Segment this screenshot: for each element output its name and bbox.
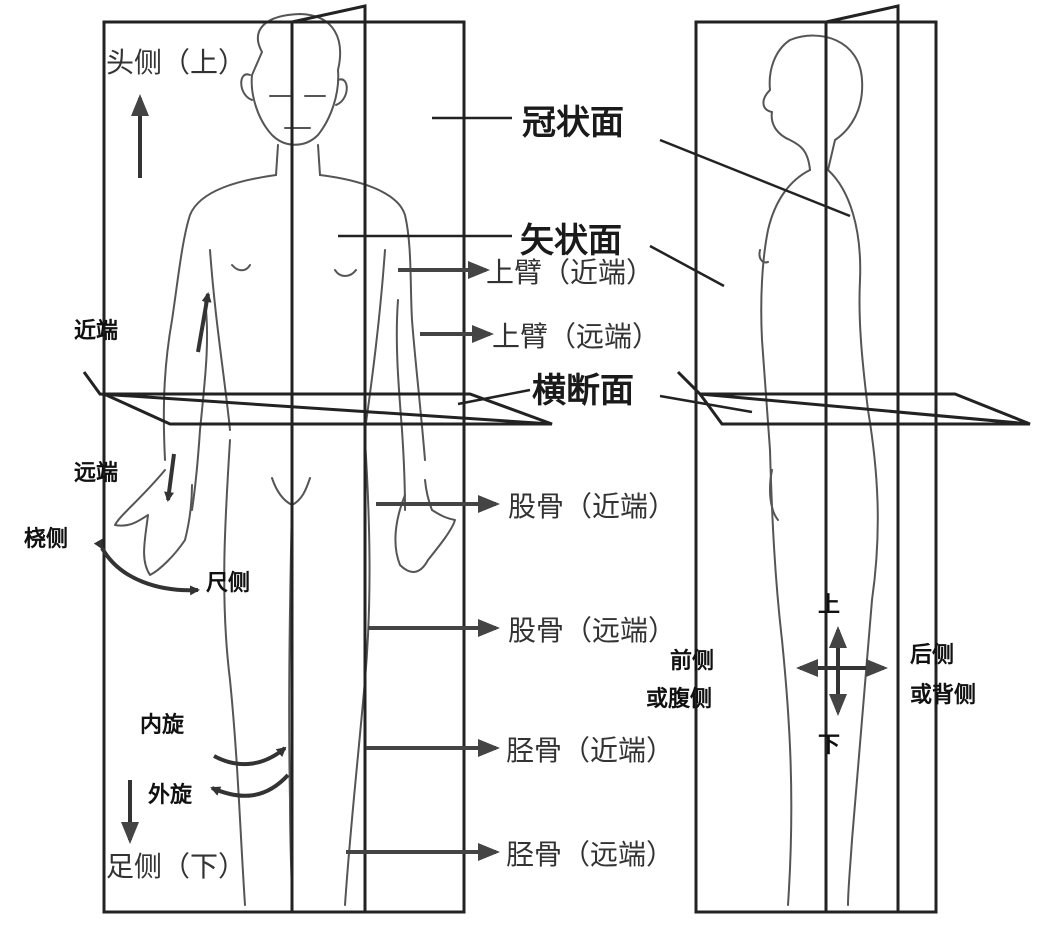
front-view-figure <box>114 13 456 906</box>
label-internal-rotation: 内旋 <box>140 712 185 738</box>
label-up: 上 <box>818 592 840 618</box>
side-head-back <box>789 34 864 171</box>
front-torso-left <box>209 249 231 431</box>
external-rotation-arrow <box>210 773 290 798</box>
label-sagittal-plane: 矢状面 <box>520 221 622 261</box>
label-down: 下 <box>818 732 840 758</box>
front-coronal-plane <box>102 20 466 914</box>
side-back-torso <box>827 169 869 411</box>
label-caudal: 足侧（下） <box>106 850 246 883</box>
side-view-planes <box>676 4 1031 914</box>
leader-lines <box>338 116 851 414</box>
side-sagittal-plane <box>824 4 900 914</box>
side-face <box>762 39 811 171</box>
transverse-leader-right <box>659 394 753 414</box>
label-posterior-2: 或背侧 <box>910 682 976 708</box>
proximal-arrow <box>196 292 212 353</box>
front-right-arm-outer <box>319 174 426 461</box>
front-sagittal-plane <box>290 4 367 914</box>
label-femur-proximal: 股骨（近端） <box>508 490 676 523</box>
front-view-planes <box>82 4 553 914</box>
distal-arrow <box>164 453 176 502</box>
label-cranial: 头侧（上） <box>106 46 246 79</box>
label-posterior-1: 后侧 <box>910 642 954 668</box>
front-torso-right <box>364 249 386 431</box>
front-right-arm-inner <box>395 299 406 511</box>
side-view-figure <box>758 34 879 906</box>
direction-arrows <box>93 94 888 844</box>
labels: 冠状面 矢状面 横断面 头侧（上） 足侧（下） 上臂（近端） 上臂（远端） 股骨… <box>24 46 976 883</box>
front-left-hand <box>114 469 193 576</box>
radial-ulnar-arrow <box>93 538 200 596</box>
front-ear-right <box>335 78 348 106</box>
coronal-leader-right <box>659 138 851 218</box>
side-leg-front <box>769 449 793 906</box>
side-coronal-plane <box>694 20 938 914</box>
label-distal: 远端 <box>74 460 118 486</box>
bone-arrows <box>346 261 500 861</box>
sagittal-leader-right <box>649 244 725 288</box>
label-proximal: 近端 <box>74 318 118 344</box>
front-neck <box>275 144 321 176</box>
label-tibia-distal: 胫骨（远端） <box>506 838 674 871</box>
front-ear-left <box>240 73 253 101</box>
label-femur-distal: 股骨（远端） <box>508 614 676 647</box>
side-hip <box>769 469 779 521</box>
label-external-rotation: 外旋 <box>148 782 193 808</box>
internal-rotation-arrow <box>213 746 287 767</box>
side-chest <box>758 249 769 264</box>
front-right-hand <box>394 479 456 573</box>
front-transverse-front-edge <box>103 392 552 426</box>
side-front-torso <box>760 169 811 451</box>
label-upper-arm-proximal: 上臂（近端） <box>486 256 654 289</box>
label-anterior-2: 或腹侧 <box>646 686 712 712</box>
side-transverse-plane <box>676 370 1031 426</box>
label-anterior-1: 前侧 <box>670 648 714 674</box>
front-chest <box>231 264 357 277</box>
front-left-arm-outer <box>162 174 277 461</box>
label-tibia-proximal: 胫骨（近端） <box>506 734 674 767</box>
label-transverse-plane: 横断面 <box>532 371 634 411</box>
label-coronal-plane: 冠状面 <box>522 103 624 143</box>
transverse-leader-left <box>457 388 531 406</box>
front-left-leg-outer <box>223 439 246 906</box>
front-head <box>250 13 342 146</box>
side-leg-back <box>847 409 879 906</box>
label-ulnar: 尺侧 <box>206 570 250 596</box>
label-upper-arm-distal: 上臂（远端） <box>492 320 660 353</box>
label-radial: 桡侧 <box>24 526 68 552</box>
